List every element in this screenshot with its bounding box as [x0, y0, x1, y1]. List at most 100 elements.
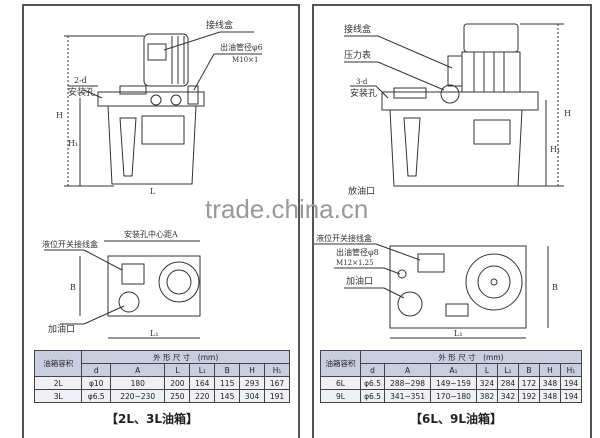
- cell: 284: [496, 376, 519, 390]
- tank-lid: [381, 91, 539, 111]
- tank-window: [473, 119, 511, 145]
- cell: 200: [164, 376, 191, 390]
- label-L1: L₁: [454, 329, 463, 338]
- label-mounting-hole: 安装孔: [68, 86, 95, 98]
- col-header: L₁: [189, 363, 216, 377]
- label-B: B: [552, 283, 558, 292]
- label-level-switch-box: 液位开关接线盒: [316, 233, 372, 243]
- cell: 170~180: [430, 389, 477, 403]
- cell: φ6.5: [359, 376, 386, 390]
- label-H1: H₁: [550, 145, 560, 154]
- col-header: L: [164, 363, 191, 377]
- label-outlet-thread: M10×1: [232, 56, 258, 64]
- label-H: H: [56, 111, 63, 120]
- table-row: 9L φ6.5 341~351 170~180 382 342 192 348 …: [320, 389, 583, 403]
- label-B: B: [70, 283, 76, 292]
- valve-knob-2: [170, 94, 182, 106]
- cell: 382: [475, 389, 498, 403]
- label-fill-port: 加油口: [48, 323, 75, 335]
- level-switch-box-shape: [121, 263, 145, 285]
- col-header: H₁: [264, 363, 290, 377]
- label-level-switch-box: 液位开关接线盒: [42, 239, 98, 249]
- plan-outline: [107, 255, 201, 317]
- cell: 3L: [33, 389, 83, 403]
- level-gauge: [403, 117, 421, 177]
- tank-lid: [97, 91, 205, 107]
- col-header: A: [109, 363, 166, 377]
- col-header: B: [517, 363, 540, 377]
- plan-outline: [389, 245, 527, 329]
- filler-cap: [393, 87, 427, 99]
- left-caption: 【2L、3L油箱】: [106, 412, 198, 426]
- col-header: H: [239, 363, 266, 377]
- table-row: 6L φ6.5 288~298 149~159 324 284 172 348 …: [320, 376, 583, 390]
- cell: 250: [164, 389, 191, 403]
- right-dimension-table: 油箱容积 外 形 尺 寸 (mm) d A A₁ L L₁ B H H₁ 6L …: [320, 350, 583, 403]
- label-H1: H₁: [68, 139, 78, 148]
- watermark: trade.china.cn: [205, 194, 369, 224]
- label-L: L: [150, 187, 156, 196]
- cell: 9L: [320, 389, 361, 403]
- label-fill-port: 加油口: [346, 275, 373, 287]
- table-row: 3L φ6.5 220~230 250 220 145 304 191: [33, 389, 290, 403]
- cell: 164: [189, 376, 216, 390]
- junction-box-shape: [147, 43, 167, 61]
- cell: 348: [538, 389, 561, 403]
- label-drain-port: 放油口: [348, 185, 375, 197]
- cell: 149~159: [430, 376, 477, 390]
- filler-cap: [119, 85, 147, 95]
- dims-header: 外 形 尺 寸 (mm): [359, 350, 583, 364]
- cell: φ6.5: [81, 389, 111, 403]
- tank-body: [389, 109, 523, 187]
- right-panel-6l-9l: 接线盒 压力表 3-d 安装孔 H H₁ 放油口 液位开关接线盒 出油管径φ8 …: [312, 4, 592, 438]
- cell: 180: [109, 376, 166, 390]
- cell: 115: [214, 376, 241, 390]
- cell: 191: [264, 389, 290, 403]
- label-L1: L₁: [150, 329, 159, 338]
- col-header: d: [359, 363, 386, 377]
- col-header: A: [384, 363, 432, 377]
- col-header: L: [475, 363, 498, 377]
- cell: 172: [517, 376, 540, 390]
- cell: 194: [559, 376, 583, 390]
- col-header: d: [81, 363, 111, 377]
- table-row: 2L φ10 180 200 164 115 293 167: [33, 376, 290, 390]
- valve-knob-1: [150, 94, 162, 106]
- label-outlet-thread: M12×1.25: [336, 259, 374, 267]
- label-junction-box: 接线盒: [206, 19, 233, 31]
- tank-window: [141, 115, 185, 145]
- cell: φ10: [81, 376, 111, 390]
- label-pressure-gauge: 压力表: [344, 49, 371, 61]
- col-header: A₁: [430, 363, 477, 377]
- cell: 2L: [33, 376, 83, 390]
- cell: 288~298: [384, 376, 432, 390]
- label-junction-box: 接线盒: [344, 23, 371, 35]
- left-drawing: 接线盒 出油管径φ6 M10×1 2-d 安装孔 H H₁ L 安装孔中心距A …: [42, 19, 263, 339]
- label-outlet-pipe: 出油管径φ8: [336, 247, 379, 257]
- label-hole-distance: 安装孔中心距A: [124, 229, 178, 239]
- cell: 145: [214, 389, 241, 403]
- level-switch-box-shape: [417, 253, 445, 273]
- cell: φ6.5: [359, 389, 386, 403]
- fill-port-shape: [397, 291, 423, 317]
- label-mounting-hole: 安装孔: [350, 87, 377, 99]
- right-drawing: 接线盒 压力表 3-d 安装孔 H H₁ 放油口 液位开关接线盒 出油管径φ8 …: [314, 23, 571, 339]
- cell: 220~230: [109, 389, 166, 403]
- left-panel-2l-3l: 接线盒 出油管径φ6 M10×1 2-d 安装孔 H H₁ L 安装孔中心距A …: [22, 4, 300, 438]
- cell: 6L: [320, 376, 361, 390]
- level-gauge: [119, 117, 137, 177]
- cell: 293: [239, 376, 266, 390]
- cell: 324: [475, 376, 498, 390]
- cell: 220: [189, 389, 216, 403]
- pressure-gauge-shape: [440, 84, 460, 104]
- col-header: H₁: [559, 363, 583, 377]
- col-header: L₁: [496, 363, 519, 377]
- motor-fins: [461, 51, 521, 93]
- cell: 342: [496, 389, 519, 403]
- label-holes-count: 3-d: [356, 78, 368, 86]
- label-holes-count: 2-d: [74, 76, 87, 85]
- cell: 194: [559, 389, 583, 403]
- motor-cap: [463, 23, 519, 53]
- capacity-header: 油箱容积: [320, 350, 361, 377]
- capacity-header: 油箱容积: [33, 350, 83, 377]
